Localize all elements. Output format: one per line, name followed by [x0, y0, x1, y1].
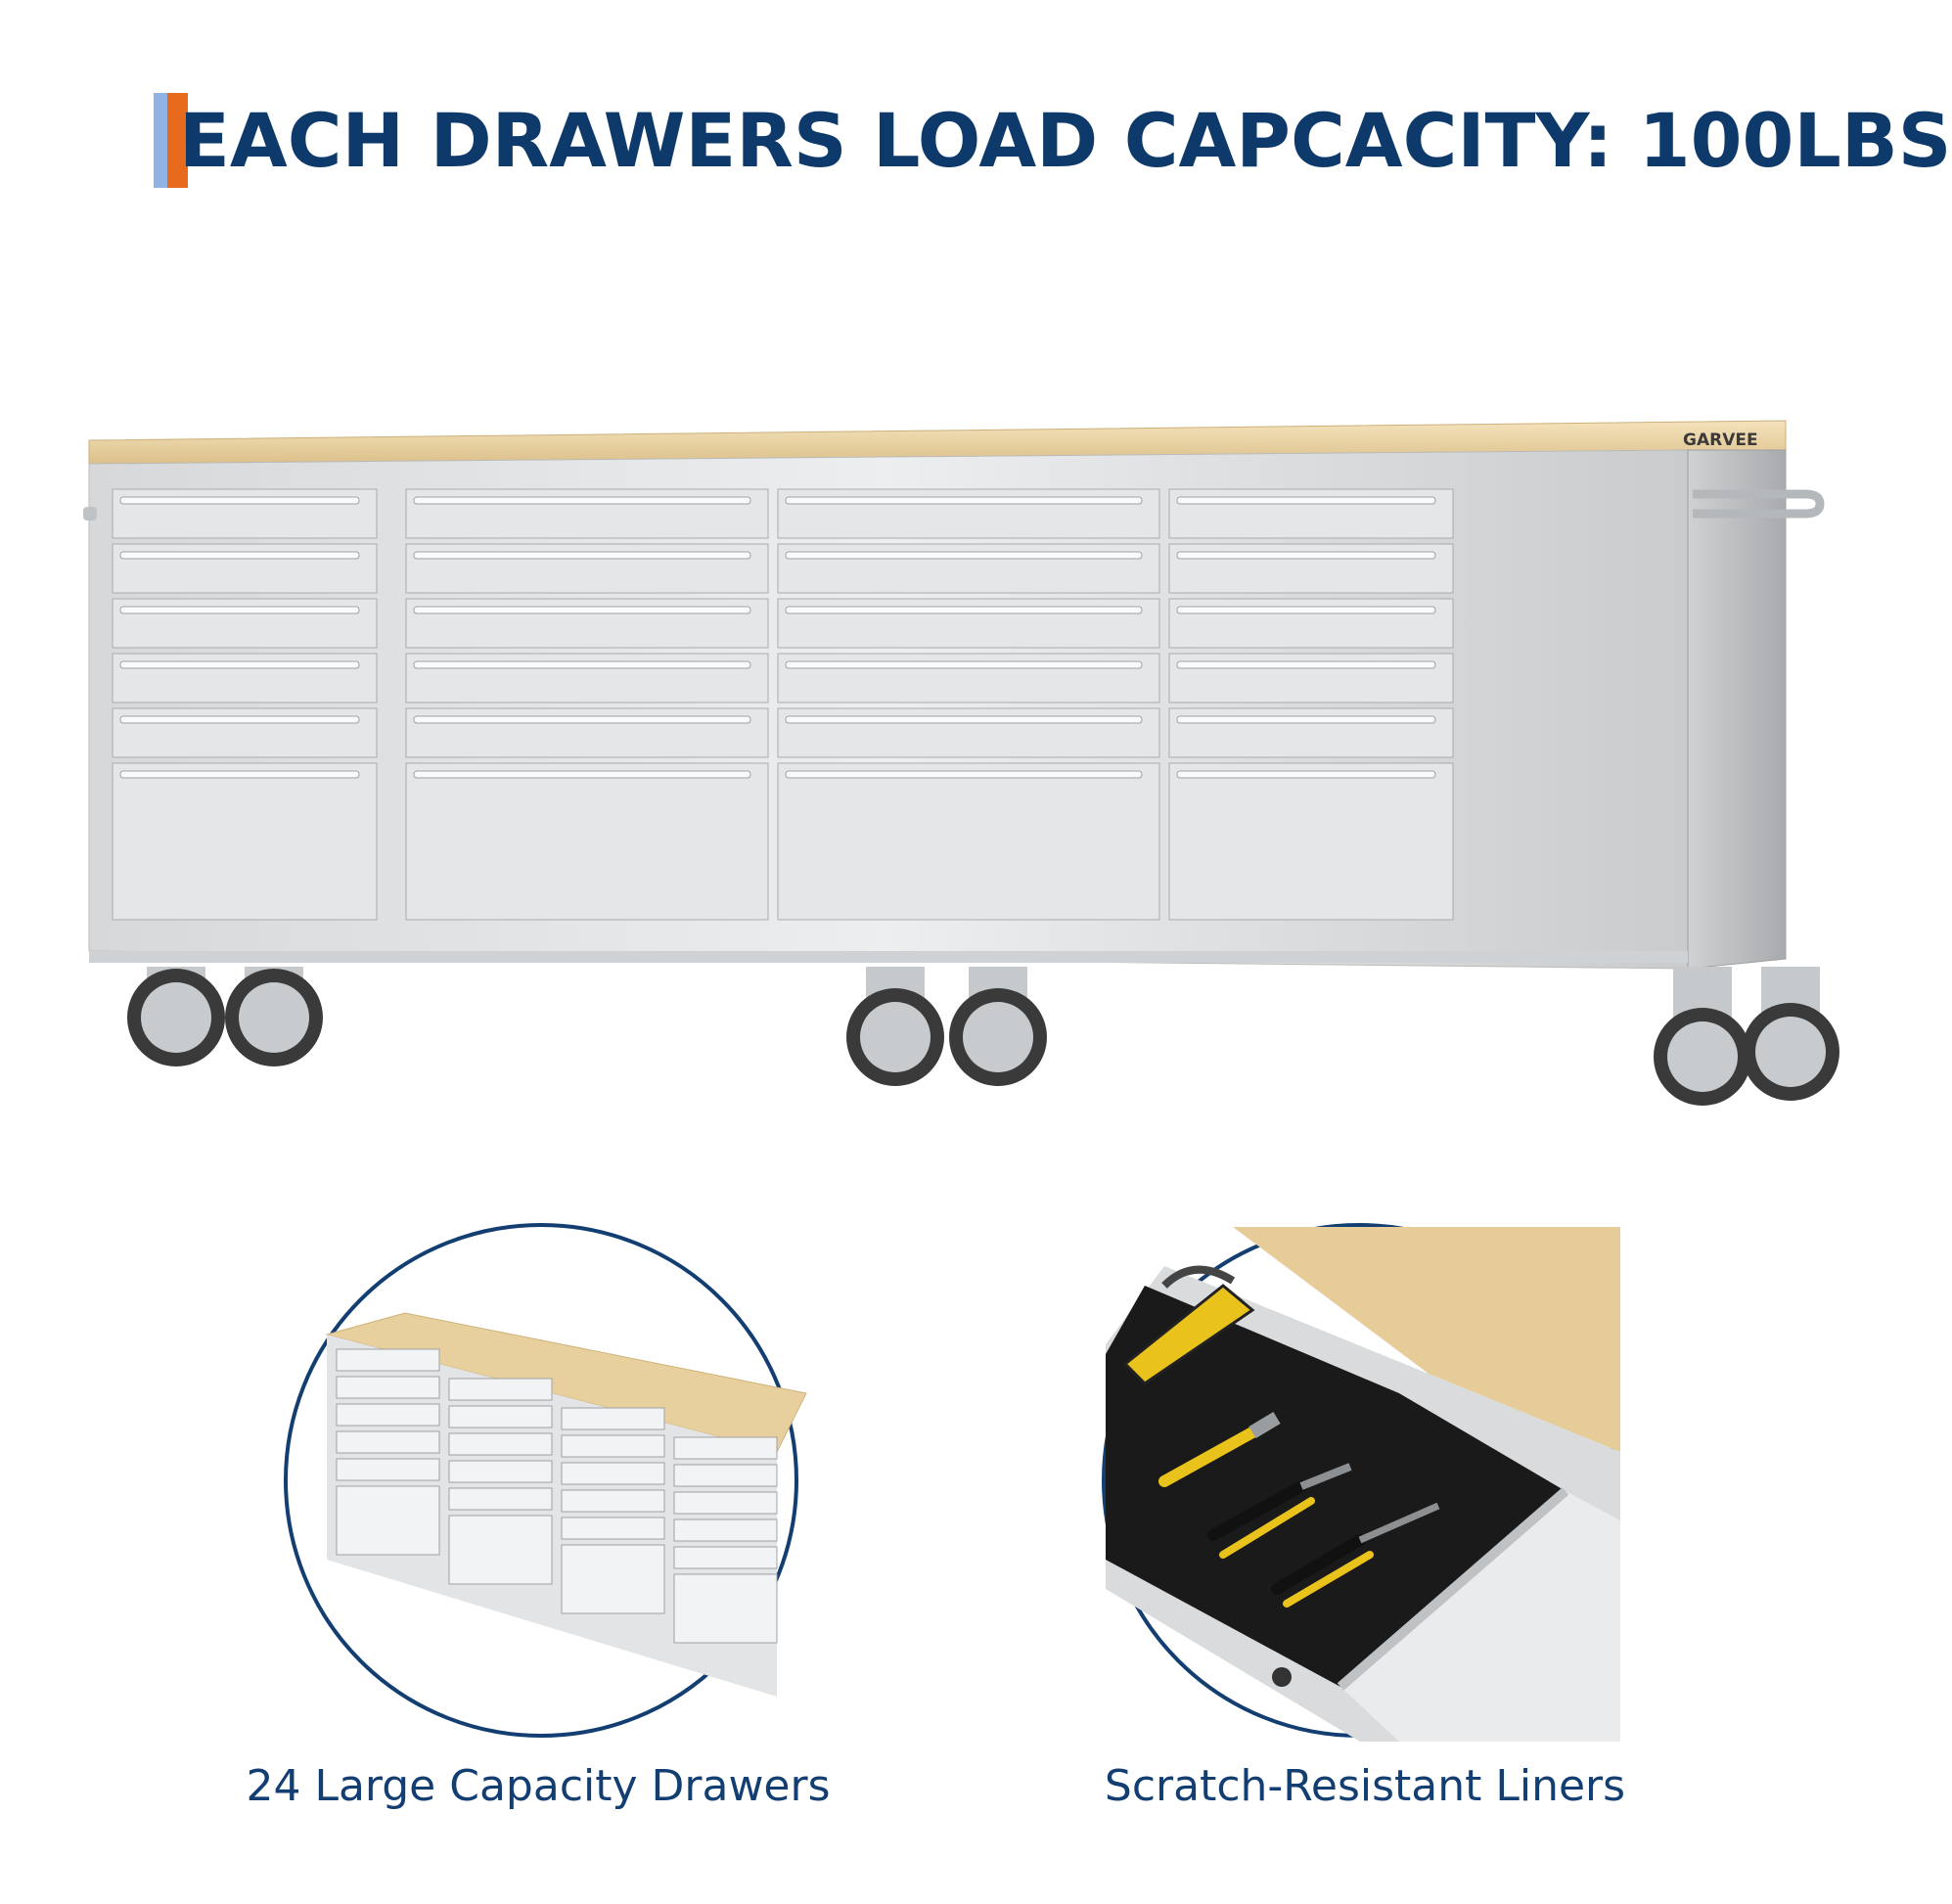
cutters-tool	[1207, 1463, 1352, 1559]
mini-drawer	[448, 1487, 553, 1511]
drawer-handle	[1176, 715, 1436, 724]
title-accent-blue	[154, 93, 167, 188]
caption-liners: Scratch-Resistant Liners	[1104, 1761, 1626, 1811]
drawer-handle	[785, 715, 1143, 724]
drawer-handle	[413, 551, 751, 560]
drawer-front	[405, 762, 769, 921]
drawer-front	[112, 762, 378, 921]
drawer-handle	[1176, 496, 1436, 505]
needle-nose-tool	[1271, 1502, 1440, 1608]
side-handle-left	[83, 507, 97, 521]
drawer-handle	[119, 606, 360, 614]
title-accent-orange	[167, 93, 188, 188]
mini-drawer	[448, 1405, 553, 1428]
wheel-hub	[239, 982, 309, 1053]
drawer-handle	[785, 606, 1143, 614]
drawer-handle	[119, 496, 360, 505]
pliers-tool	[1158, 1411, 1281, 1487]
mini-drawer	[448, 1432, 553, 1456]
angled-cabinet-illustration	[325, 1312, 807, 1697]
drawer-handle	[413, 715, 751, 724]
drawer-handle	[785, 551, 1143, 560]
mini-drawer	[673, 1519, 778, 1542]
hacksaw-tool	[1122, 1265, 1255, 1385]
wheel-hub	[1667, 1021, 1738, 1092]
liner-detail-circle	[1102, 1223, 1620, 1742]
mini-drawer	[673, 1491, 778, 1515]
mini-drawer	[561, 1434, 665, 1458]
mini-drawer	[673, 1436, 778, 1460]
drawer-handle	[1176, 660, 1436, 669]
mini-drawer	[673, 1573, 778, 1644]
drawer-handle	[1176, 606, 1436, 614]
drawer-handle	[413, 496, 751, 505]
mini-drawer	[561, 1517, 665, 1540]
mini-drawer	[448, 1515, 553, 1585]
mini-drawer	[448, 1378, 553, 1401]
mini-drawer	[336, 1348, 440, 1372]
mini-drawer	[561, 1462, 665, 1485]
brand-logo: GARVEE	[1683, 431, 1758, 450]
drawer-handle	[785, 496, 1143, 505]
drawer-handle	[413, 770, 751, 779]
drawer-handle	[119, 715, 360, 724]
wheel-hub	[1755, 1017, 1826, 1087]
headline: EACH DRAWERS LOAD CAPCACITY: 100LBS	[154, 93, 1952, 191]
drawer-handle	[785, 660, 1143, 669]
wheel-hub	[963, 1002, 1033, 1072]
mini-drawer	[336, 1458, 440, 1481]
mini-drawer	[561, 1407, 665, 1430]
drawer-handle	[413, 660, 751, 669]
mini-drawer	[673, 1464, 778, 1487]
mini-drawer	[336, 1403, 440, 1427]
drawer-handle	[119, 660, 360, 669]
mini-drawer	[448, 1460, 553, 1483]
side-handle-right	[1693, 489, 1825, 519]
wheel-hub	[141, 982, 211, 1053]
drawer-handle	[1176, 770, 1436, 779]
drawer-handle	[119, 770, 360, 779]
workbench-illustration: GARVEE	[83, 420, 1839, 1106]
drawer-front	[1168, 762, 1454, 921]
mini-drawer	[336, 1376, 440, 1399]
drawer-handle	[413, 606, 751, 614]
mini-drawer	[336, 1485, 440, 1556]
drawer-handle	[1176, 551, 1436, 560]
mini-drawer	[561, 1544, 665, 1614]
mini-drawer	[673, 1546, 778, 1569]
liner-closeup-illustration	[1106, 1227, 1620, 1742]
drawer-handle	[785, 770, 1143, 779]
drawer-front	[777, 762, 1160, 921]
drawers-detail-circle	[284, 1223, 807, 1738]
mini-drawer	[336, 1430, 440, 1454]
mini-drawer	[561, 1489, 665, 1513]
page-title: EACH DRAWERS LOAD CAPCACITY: 100LBS	[179, 97, 1952, 184]
wheel-hub	[860, 1002, 931, 1072]
caption-drawers: 24 Large Capacity Drawers	[246, 1761, 831, 1811]
drawer-handle	[119, 551, 360, 560]
cabinet-side-panel	[1687, 449, 1787, 970]
